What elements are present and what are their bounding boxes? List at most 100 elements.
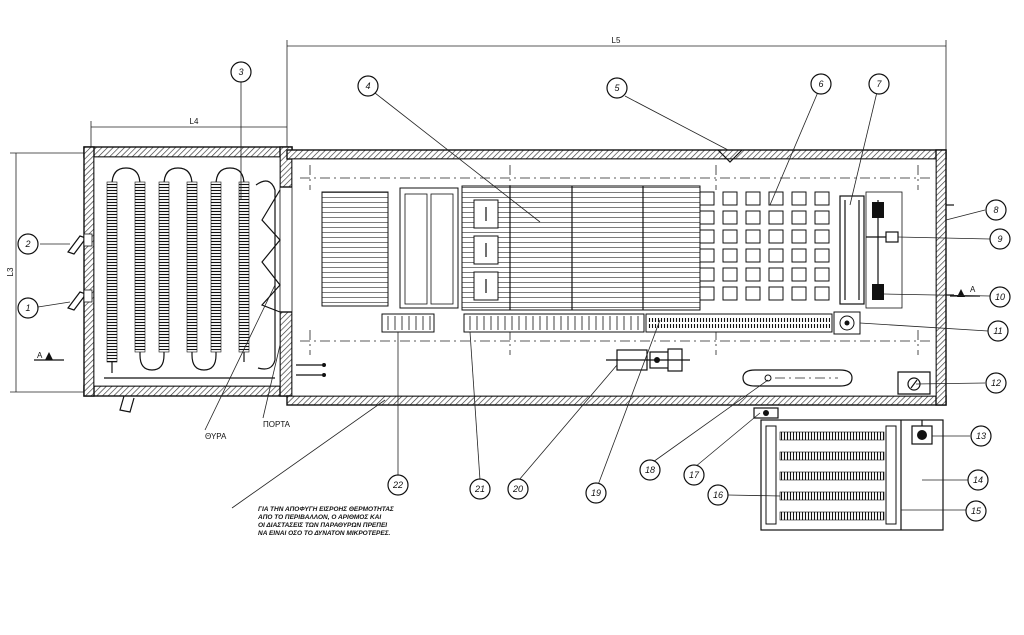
equipment-racks xyxy=(321,185,701,311)
bolts xyxy=(296,363,326,377)
door-label-left: ΘΥΡΑ xyxy=(205,432,227,441)
tile xyxy=(722,191,738,206)
svg-text:21: 21 xyxy=(474,484,485,494)
callouts: 1 2 3 4 5 6 7 8 9 10 11 12 13 14 15 16 1… xyxy=(17,61,1011,522)
callout-5: 5 xyxy=(606,77,628,99)
svg-text:14: 14 xyxy=(973,475,983,485)
callout-20: 20 xyxy=(507,478,529,500)
tile xyxy=(814,191,830,206)
tile xyxy=(745,229,761,244)
tile xyxy=(791,229,807,244)
callout-17: 17 xyxy=(683,464,705,486)
tile xyxy=(745,210,761,225)
dimension-l4-label: L4 xyxy=(190,117,199,126)
svg-text:5: 5 xyxy=(614,83,620,93)
floor-grate xyxy=(645,311,861,335)
tile xyxy=(699,229,715,244)
dimension-l3: L3 xyxy=(6,152,84,393)
dimension-l5: L5 xyxy=(286,36,947,150)
floor-strips xyxy=(381,313,645,333)
tile xyxy=(768,229,784,244)
svg-text:15: 15 xyxy=(971,506,982,516)
tile xyxy=(699,248,715,263)
note-line-1: ΓΙΑ ΤΗΝ ΑΠΟΦΥΓΗ ΕΙΣΡΟΗΣ ΘΕΡΜΟΤΗΤΑΣ xyxy=(258,506,394,513)
tile xyxy=(722,229,738,244)
svg-text:3: 3 xyxy=(238,67,243,77)
tile xyxy=(745,286,761,301)
tile xyxy=(699,191,715,206)
wall-vents xyxy=(67,233,135,413)
evaporator-coil xyxy=(104,167,276,379)
tile xyxy=(791,191,807,206)
top-wall-notch xyxy=(717,149,743,163)
callout-18: 18 xyxy=(639,459,661,481)
tile xyxy=(745,267,761,282)
callout-6: 6 xyxy=(810,73,832,95)
callout-8: 8 xyxy=(985,199,1007,221)
tile xyxy=(791,210,807,225)
svg-text:17: 17 xyxy=(689,470,700,480)
note-line-2: ΑΠΟ ΤΟ ΠΕΡΙΒΑΛΛΟΝ, Ο ΑΡΙΘΜΟΣ ΚΑΙ xyxy=(257,514,381,521)
callout-9: 9 xyxy=(989,228,1011,250)
svg-text:10: 10 xyxy=(995,292,1005,302)
svg-text:12: 12 xyxy=(991,378,1001,388)
callout-14: 14 xyxy=(967,469,989,491)
callout-1: 1 xyxy=(17,297,39,319)
leader-lines xyxy=(37,80,991,511)
door-label-right: ΠΟΡΤΑ xyxy=(263,420,291,429)
dimension-l5-label: L5 xyxy=(612,36,621,45)
tile xyxy=(814,248,830,263)
window-note: ΓΙΑ ΤΗΝ ΑΠΟΦΥΓΗ ΕΙΣΡΟΗΣ ΘΕΡΜΟΤΗΤΑΣ ΑΠΟ Τ… xyxy=(257,506,394,537)
callout-13: 13 xyxy=(970,425,992,447)
tile xyxy=(699,210,715,225)
tile xyxy=(791,286,807,301)
tile xyxy=(745,191,761,206)
tile xyxy=(768,248,784,263)
callout-2: 2 xyxy=(17,233,39,255)
svg-text:9: 9 xyxy=(997,234,1002,244)
tile-grid xyxy=(699,191,830,301)
dimension-l4: L4 xyxy=(90,117,287,150)
dimension-l3-label: L3 xyxy=(6,267,15,276)
tile xyxy=(722,210,738,225)
tile xyxy=(722,267,738,282)
note-line-4: ΝΑ ΕΙΝΑΙ ΟΣΟ ΤΟ ΔΥΝΑΤΟΝ ΜΙΚΡΟΤΕΡΕΣ. xyxy=(258,530,391,537)
tile xyxy=(699,267,715,282)
tile xyxy=(791,248,807,263)
svg-text:18: 18 xyxy=(645,465,655,475)
callout-22: 22 xyxy=(387,474,409,496)
svg-text:1: 1 xyxy=(25,303,30,313)
tile xyxy=(699,286,715,301)
door-flaps xyxy=(260,189,281,313)
tile xyxy=(768,286,784,301)
note-line-3: ΟΙ ΔΙΑΣΤΑΣΕΙΣ ΤΩΝ ΠΑΡΑΘΥΡΩΝ ΠΡΕΠΕΙ xyxy=(258,522,387,529)
svg-text:4: 4 xyxy=(365,81,370,91)
callout-15: 15 xyxy=(965,500,987,522)
callout-21: 21 xyxy=(469,478,491,500)
section-marker-right-label: A xyxy=(970,285,976,294)
tile xyxy=(768,267,784,282)
section-marker-left-label: A xyxy=(37,351,43,360)
tile xyxy=(814,210,830,225)
tile xyxy=(814,229,830,244)
tile xyxy=(768,210,784,225)
tile xyxy=(722,248,738,263)
callout-19: 19 xyxy=(585,482,607,504)
callout-16: 16 xyxy=(707,484,729,506)
svg-text:2: 2 xyxy=(24,239,30,249)
tile xyxy=(814,267,830,282)
callout-12: 12 xyxy=(985,372,1007,394)
callout-10: 10 xyxy=(989,286,1011,308)
tile xyxy=(768,191,784,206)
callout-4: 4 xyxy=(357,75,379,97)
callout-7: 7 xyxy=(868,73,890,95)
pipe-frame xyxy=(839,191,903,309)
svg-text:11: 11 xyxy=(993,326,1002,336)
centerlines xyxy=(300,165,930,355)
svg-text:16: 16 xyxy=(713,490,723,500)
condenser-panel xyxy=(760,419,944,531)
callout-3: 3 xyxy=(230,61,252,83)
svg-text:22: 22 xyxy=(392,480,403,490)
